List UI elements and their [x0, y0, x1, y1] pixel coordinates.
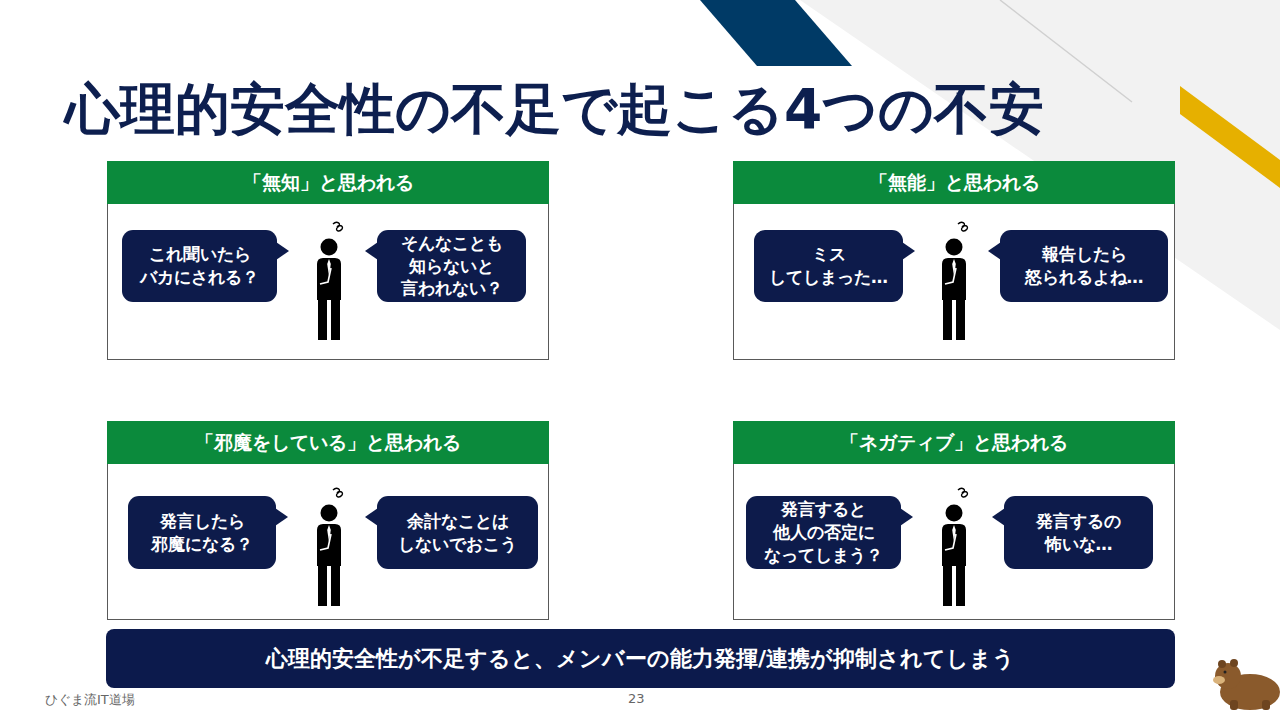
person-figure — [942, 222, 967, 340]
panel-header: 「邪魔をしている」と思われる — [107, 421, 549, 464]
anxiety-panel: 「無能」と思われるミス してしまった… 報告したら 怒られるよね… — [733, 161, 1175, 360]
title-box: 心理的安全性の不足で起こる4つの不安 — [65, 76, 1165, 142]
bear-ear — [1230, 659, 1238, 667]
bubble-text: そんなことも 知らないと 言われない？ — [383, 232, 520, 301]
panel-heading: 「邪魔をしている」と思われる — [195, 430, 461, 456]
panel-heading: 「無能」と思われる — [869, 170, 1040, 196]
bear-ear — [1218, 660, 1226, 668]
speech-bubble: 発言するの 怖いな… — [1004, 496, 1153, 569]
bubble-text: 報告したら 怒られるよね… — [1006, 243, 1162, 289]
speech-bubble: ミス してしまった… — [754, 230, 903, 302]
speech-bubble: これ聞いたら バカにされる？ — [122, 230, 277, 302]
speech-bubble: 報告したら 怒られるよね… — [1000, 230, 1168, 302]
page-number: 23 — [628, 691, 645, 706]
summary-band: 心理的安全性が不足すると、メンバーの能力発揮/連携が抑制されてしまう — [106, 629, 1175, 688]
speech-bubble: 余計なことは しないでおこう — [377, 496, 538, 569]
speech-bubble: 発言すると 他人の否定に なってしまう？ — [746, 496, 901, 569]
anxiety-panel: 「無知」と思われるこれ聞いたら バカにされる？ そんなことも 知らないと 言われな… — [107, 161, 549, 360]
slide-title: 心理的安全性の不足で起こる4つの不安 — [65, 77, 1044, 141]
bear-snout — [1213, 676, 1225, 684]
panel-header: 「無能」と思われる — [733, 161, 1175, 204]
bear-eye — [1224, 671, 1227, 674]
summary-text: 心理的安全性が不足すると、メンバーの能力発揮/連携が抑制されてしまう — [266, 644, 1015, 674]
bubble-text: これ聞いたら バカにされる？ — [128, 243, 271, 289]
speech-bubble: そんなことも 知らないと 言われない？ — [377, 230, 526, 302]
panel-heading: 「無知」と思われる — [243, 170, 414, 196]
bear-head — [1215, 663, 1241, 689]
person-figure — [942, 488, 967, 606]
bear-leg — [1230, 700, 1238, 710]
bear-illustration — [1213, 659, 1280, 710]
navy-stripe — [700, 0, 852, 66]
bear-leg — [1262, 700, 1270, 710]
panel-header: 「無知」と思われる — [107, 161, 549, 204]
person-figure — [317, 488, 342, 606]
anxiety-panel: 「ネガティブ」と思われる発言すると 他人の否定に なってしまう？ 発言するの 怖い… — [733, 421, 1175, 620]
anxiety-panel: 「邪魔をしている」と思われる発言したら 邪魔になる？ 余計なことは しないでおこう — [107, 421, 549, 620]
panel-header: 「ネガティブ」と思われる — [733, 421, 1175, 464]
speech-bubble: 発言したら 邪魔になる？ — [128, 496, 276, 569]
bubble-text: 発言するの 怖いな… — [1010, 510, 1147, 556]
bubble-text: ミス してしまった… — [760, 243, 897, 289]
bubble-text: 発言したら 邪魔になる？ — [134, 510, 270, 556]
bubble-text: 余計なことは しないでおこう — [383, 510, 532, 556]
footer-text: ひぐま流IT道場 — [45, 691, 135, 709]
bubble-text: 発言すると 他人の否定に なってしまう？ — [752, 498, 895, 567]
panel-heading: 「ネガティブ」と思われる — [840, 430, 1068, 456]
person-figure — [317, 222, 342, 340]
gold-stripe — [1180, 86, 1280, 188]
